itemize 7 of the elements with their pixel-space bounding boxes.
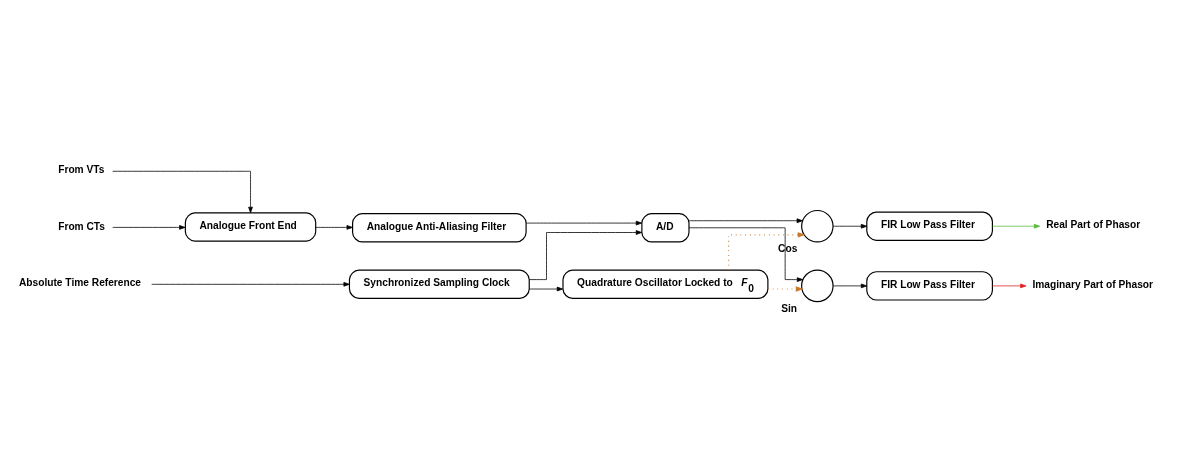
node-text: From CTs xyxy=(58,220,105,232)
node-text: From VTs xyxy=(58,163,105,175)
node-text: Imaginary Part of Phasor xyxy=(1032,278,1154,290)
node-text: Real Part of Phasor xyxy=(1046,218,1141,230)
node-label: Sin xyxy=(781,302,798,314)
node-label: Cos xyxy=(778,242,798,254)
node-text: Absolute Time Reference xyxy=(18,276,142,288)
